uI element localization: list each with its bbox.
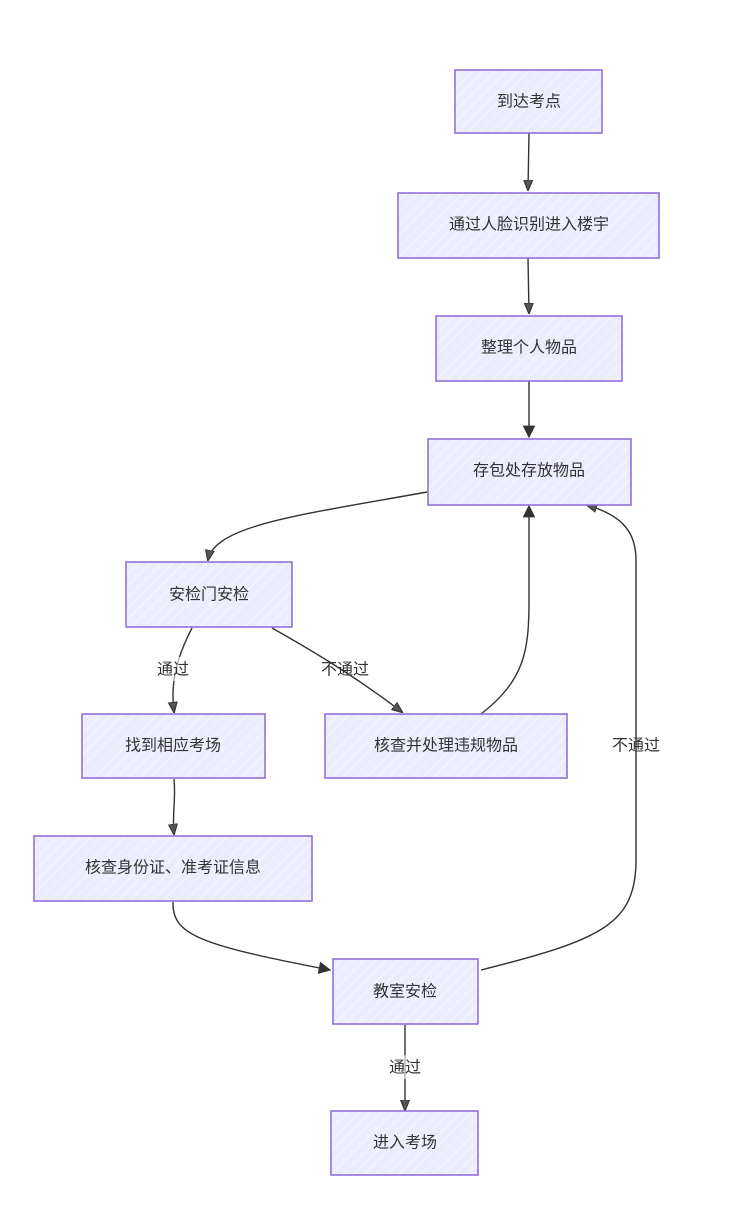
edge-classroom-to-storage <box>480 505 637 971</box>
edge-violation-to-storage <box>480 504 536 715</box>
edge-find-room-to-verify-id <box>173 778 174 834</box>
node-security-gate[interactable]: 安检门安检 <box>125 561 293 628</box>
node-face-recognition[interactable]: 通过人脸识别进入楼宇 <box>397 192 660 259</box>
edge-gate-to-violation <box>271 627 402 712</box>
edge-arrive-to-face <box>528 132 529 190</box>
edge-label-fail-gate: 不通过 <box>321 660 369 679</box>
node-find-exam-room[interactable]: 找到相应考场 <box>81 713 266 779</box>
node-arrive[interactable]: 到达考点 <box>454 69 603 134</box>
edge-label-pass-classroom: 通过 <box>389 1058 421 1077</box>
node-label: 进入考场 <box>373 1133 437 1152</box>
edge-label-bg <box>383 1055 429 1079</box>
edge-labels-layer: 通过 不通过 不通过 通过 <box>150 657 660 1079</box>
nodes-layer: 到达考点 通过人脸识别进入楼宇 整理个人物品 存包处存放物品 安检门安检 找到相… <box>33 69 660 1176</box>
edge-label-bg <box>150 657 196 681</box>
edge-face-to-organize <box>528 257 529 313</box>
node-bag-storage[interactable]: 存包处存放物品 <box>427 438 632 506</box>
edge-label-fail-classroom: 不通过 <box>612 736 660 755</box>
edge-verify-id-to-classroom <box>172 901 332 975</box>
node-label: 存包处存放物品 <box>473 461 585 480</box>
node-enter-exam-room[interactable]: 进入考场 <box>330 1110 479 1176</box>
node-label: 核查身份证、准考证信息 <box>85 858 261 877</box>
node-label: 安检门安检 <box>169 585 249 604</box>
node-label: 教室安检 <box>373 982 437 1001</box>
edge-label-pass-gate: 通过 <box>157 660 189 679</box>
edge-storage-to-gate <box>208 491 428 560</box>
node-label: 通过人脸识别进入楼宇 <box>449 215 609 234</box>
node-label: 到达考点 <box>497 92 561 111</box>
node-label: 核查并处理违规物品 <box>374 736 518 755</box>
node-verify-id[interactable]: 核查身份证、准考证信息 <box>33 835 313 902</box>
node-check-violations[interactable]: 核查并处理违规物品 <box>324 713 568 779</box>
node-label: 找到相应考场 <box>125 736 221 755</box>
node-organize-items[interactable]: 整理个人物品 <box>435 315 623 382</box>
node-classroom-security[interactable]: 教室安检 <box>332 958 479 1025</box>
node-label: 整理个人物品 <box>481 338 577 357</box>
